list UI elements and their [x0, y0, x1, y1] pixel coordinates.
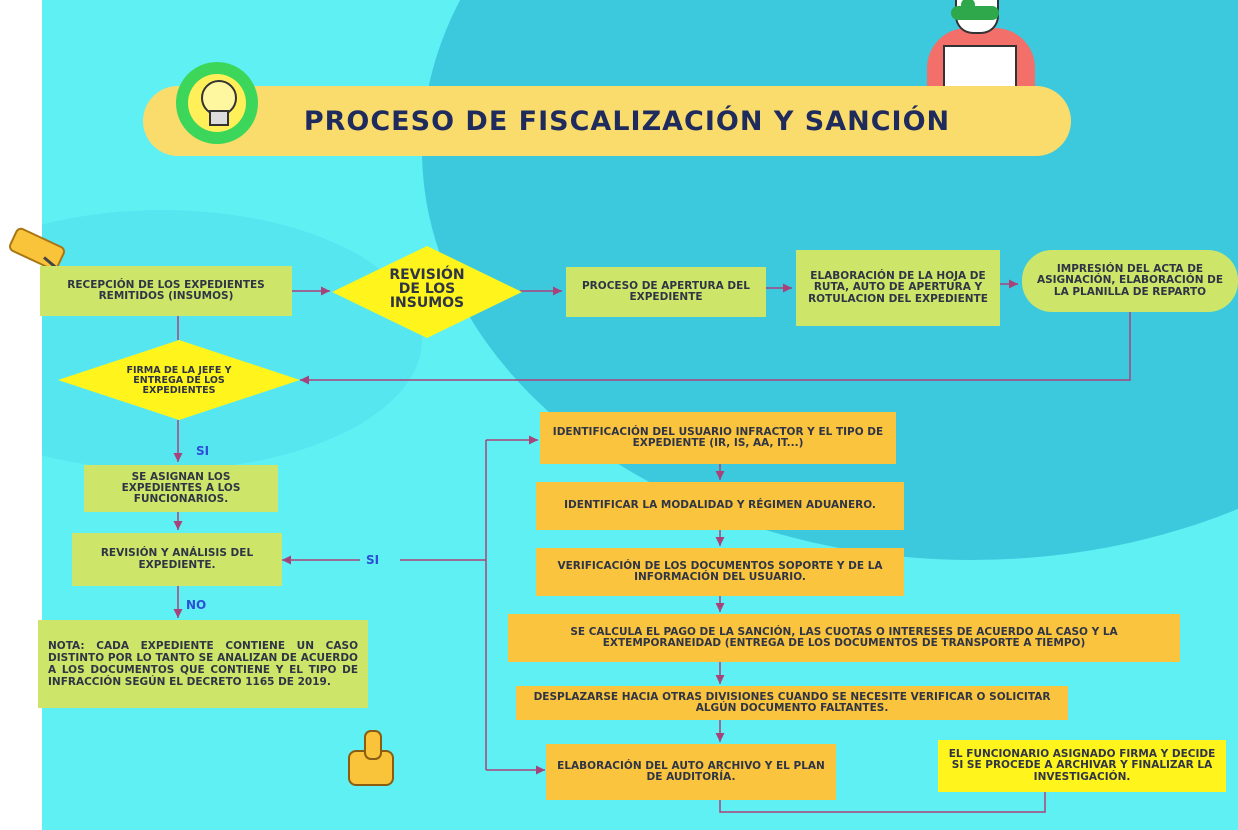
thumbs-up-icon: [340, 728, 400, 788]
node-verificacion: VERIFICACIÓN DE LOS DOCUMENTOS SOPORTE Y…: [536, 548, 904, 596]
node-revision-analisis: REVISIÓN Y ANÁLISIS DEL EXPEDIENTE.: [72, 533, 282, 586]
node-firma-jefe-label: FIRMA DE LA JEFE Y ENTREGA DE LOS EXPEDI…: [126, 365, 232, 396]
node-firma-jefe: FIRMA DE LA JEFE Y ENTREGA DE LOS EXPEDI…: [58, 340, 300, 420]
lightbulb-icon: [176, 62, 258, 144]
node-impresion-label: IMPRESIÓN DEL ACTA DE ASIGNACIÓN, ELABOR…: [1036, 263, 1224, 298]
node-hoja-ruta-label: ELABORACIÓN DE LA HOJA DE RUTA, AUTO DE …: [808, 270, 988, 305]
node-identificacion-label: IDENTIFICACIÓN DEL USUARIO INFRACTOR Y E…: [552, 425, 884, 449]
node-identificacion: IDENTIFICACIÓN DEL USUARIO INFRACTOR Y E…: [540, 412, 896, 464]
node-nota-label: NOTA: CADA EXPEDIENTE CONTIENE UN CASO D…: [48, 639, 358, 689]
node-asignan: SE ASIGNAN LOS EXPEDIENTES A LOS FUNCION…: [84, 465, 278, 512]
diamond-shape: [332, 246, 522, 338]
node-desplazarse: DESPLAZARSE HACIA OTRAS DIVISIONES CUAND…: [516, 686, 1068, 720]
node-recepcion-label: RECEPCIÓN DE LOS EXPEDIENTES REMITIDOS (…: [67, 278, 265, 302]
node-calcula: SE CALCULA EL PAGO DE LA SANCIÓN, LAS CU…: [508, 614, 1180, 662]
node-elaboracion-auto-label: ELABORACIÓN DEL AUTO ARCHIVO Y EL PLAN D…: [557, 759, 825, 783]
node-nota: NOTA: CADA EXPEDIENTE CONTIENE UN CASO D…: [38, 620, 368, 708]
node-modalidad: IDENTIFICAR LA MODALIDAD Y RÉGIMEN ADUAN…: [536, 482, 904, 530]
node-apertura: PROCESO DE APERTURA DEL EXPEDIENTE: [566, 267, 766, 317]
node-apertura-label: PROCESO DE APERTURA DEL EXPEDIENTE: [581, 279, 750, 303]
node-elaboracion-auto: ELABORACIÓN DEL AUTO ARCHIVO Y EL PLAN D…: [546, 744, 836, 800]
node-funcionario-label: EL FUNCIONARIO ASIGNADO FIRMA Y DECIDE S…: [948, 748, 1216, 783]
node-impresion: IMPRESIÓN DEL ACTA DE ASIGNACIÓN, ELABOR…: [1022, 250, 1238, 312]
node-verificacion-label: VERIFICACIÓN DE LOS DOCUMENTOS SOPORTE Y…: [557, 559, 883, 583]
label-no: NO: [186, 598, 207, 612]
node-modalidad-label: IDENTIFICAR LA MODALIDAD Y RÉGIMEN ADUAN…: [564, 499, 876, 512]
label-si-1: SI: [196, 444, 210, 458]
diamond-shape: [58, 340, 300, 420]
node-hoja-ruta: ELABORACIÓN DE LA HOJA DE RUTA, AUTO DE …: [796, 250, 1000, 326]
node-recepcion: RECEPCIÓN DE LOS EXPEDIENTES REMITIDOS (…: [40, 266, 292, 316]
title-pill: [143, 86, 1071, 156]
label-si-2: SI: [366, 553, 380, 567]
node-revision-insumos: REVISIÓN DE LOS INSUMOS: [332, 246, 522, 338]
node-revision-insumos-label: REVISIÓN DE LOS INSUMOS: [389, 267, 465, 311]
node-funcionario: EL FUNCIONARIO ASIGNADO FIRMA Y DECIDE S…: [938, 740, 1226, 792]
page-title: PROCESO DE FISCALIZACIÓN Y SANCIÓN: [303, 105, 951, 137]
node-calcula-label: SE CALCULA EL PAGO DE LA SANCIÓN, LAS CU…: [570, 625, 1118, 649]
node-desplazarse-label: DESPLAZARSE HACIA OTRAS DIVISIONES CUAND…: [533, 690, 1051, 714]
node-revision-analisis-label: REVISIÓN Y ANÁLISIS DEL EXPEDIENTE.: [100, 547, 254, 571]
node-asignan-label: SE ASIGNAN LOS EXPEDIENTES A LOS FUNCION…: [121, 470, 241, 506]
